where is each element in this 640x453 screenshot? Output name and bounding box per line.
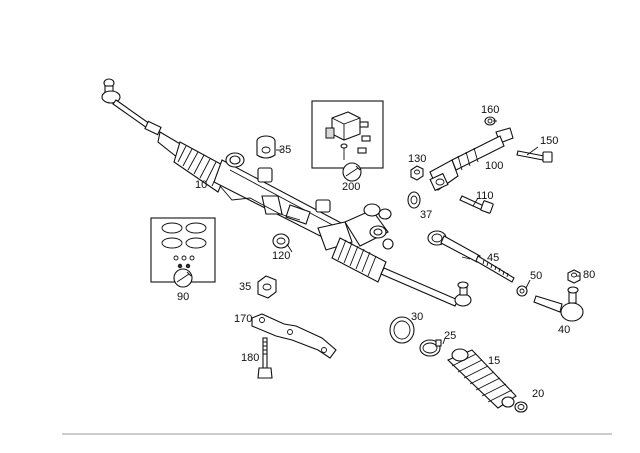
label-30: 30 [411, 311, 423, 323]
label-170: 170 [234, 313, 252, 325]
part-120-seal-ring[interactable] [272, 233, 290, 249]
part-110-bolt[interactable] [459, 195, 494, 214]
part-170-bracket[interactable] [251, 313, 337, 359]
callout-labels: 10 35 200 160 150 130 100 110 37 45 50 8… [177, 104, 595, 400]
label-35-lower: 35 [239, 281, 251, 293]
label-180: 180 [241, 352, 259, 364]
part-37-ring[interactable] [407, 191, 421, 209]
label-130: 130 [408, 153, 426, 165]
leader-lines [276, 120, 580, 345]
label-20: 20 [532, 388, 544, 400]
part-50-nut[interactable] [516, 285, 528, 297]
part-180-bolt[interactable] [257, 337, 273, 379]
label-50: 50 [530, 270, 542, 282]
label-160: 160 [481, 104, 499, 116]
part-150-bolt[interactable] [516, 150, 553, 163]
part-35-lower-bush[interactable] [257, 275, 277, 299]
part-20-clip[interactable] [514, 401, 528, 413]
part-35-upper-bush[interactable] [256, 135, 276, 159]
part-45-inner-tie-rod[interactable] [427, 230, 515, 283]
label-80: 80 [583, 269, 595, 281]
label-110: 110 [476, 190, 494, 202]
label-45: 45 [487, 252, 499, 264]
part-25-clamp[interactable] [419, 339, 442, 357]
label-35-upper: 35 [279, 144, 291, 156]
label-200: 200 [342, 181, 360, 193]
label-37: 37 [420, 209, 432, 221]
label-25: 25 [444, 330, 456, 342]
part-40-tie-rod-end[interactable] [533, 286, 584, 322]
part-80-nut[interactable] [567, 269, 581, 284]
part-200-valve-kit[interactable] [311, 100, 384, 182]
label-10: 10 [195, 179, 207, 191]
label-100: 100 [485, 160, 503, 172]
part-100-steering-shaft[interactable] [429, 127, 514, 192]
label-40: 40 [558, 324, 570, 336]
label-120: 120 [272, 250, 290, 262]
part-90-seal-kit[interactable] [150, 217, 216, 288]
part-130-nut[interactable] [410, 165, 424, 181]
label-15: 15 [488, 355, 500, 367]
part-15-bellows-boot[interactable] [447, 348, 517, 409]
label-90: 90 [177, 291, 189, 303]
part-30-ring[interactable] [389, 316, 415, 344]
label-150: 150 [540, 135, 558, 147]
steering-rack-assembly[interactable] [101, 78, 472, 307]
